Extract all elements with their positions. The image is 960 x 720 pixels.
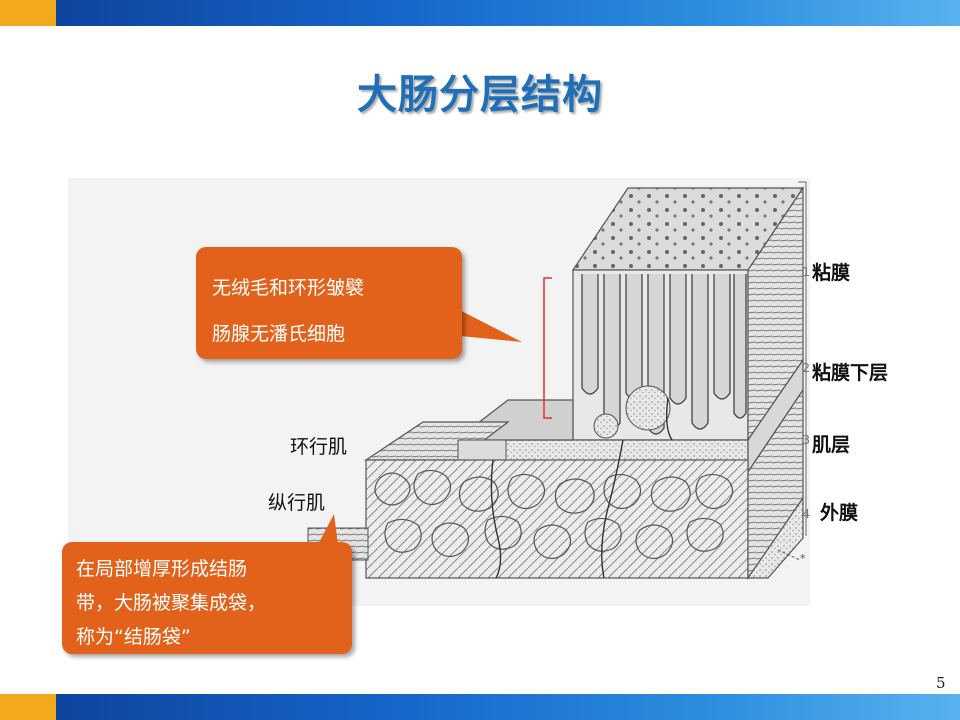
blood-vessels	[490, 397, 673, 579]
intestinal-glands	[581, 274, 747, 435]
muscularis-front-face	[365, 459, 749, 579]
slide-title: 大肠分层结构	[357, 72, 603, 118]
layer-marker-4: 4	[802, 507, 810, 521]
lymph-nodule	[625, 385, 671, 431]
lymph-nodule	[593, 413, 619, 439]
top-banner	[0, 0, 960, 26]
mucosa-callout-line-1: 无绒毛和环形皱襞	[212, 277, 365, 299]
layer-label-serosa: 外膜	[820, 502, 859, 524]
longitudinal-muscle-label: 纵行肌	[268, 492, 326, 514]
bottom-banner-accent	[0, 694, 56, 720]
muscle-callout: 在局部增厚形成结肠 带，大肠被聚集成袋， 称为“结肠袋”	[62, 542, 352, 654]
top-banner-accent	[0, 0, 56, 26]
muscle-callout-line-3: 称为“结肠袋”	[76, 626, 191, 648]
layer-marker-1: 1	[802, 265, 810, 279]
bottom-banner	[0, 694, 960, 720]
layer-marker-3: 3	[802, 433, 810, 447]
muscle-callout-line-1: 在局部增厚形成结肠	[76, 558, 248, 580]
layer-label-submucosa: 粘膜下层	[812, 362, 889, 384]
mucosa-callout-line-2: 肠腺无潘氏细胞	[212, 323, 346, 345]
serosa-side-face	[746, 496, 804, 579]
circular-muscle-label: 环行肌	[290, 436, 348, 458]
layer-bracket	[798, 181, 807, 536]
serosa-leader-line	[777, 549, 801, 561]
asterisk-mark: *	[800, 552, 806, 565]
page-number: 5	[936, 674, 946, 692]
layer-label-mucosa: 粘膜	[812, 262, 851, 284]
muscle-bundles	[374, 469, 734, 560]
mucosa-red-bracket	[543, 277, 552, 419]
layer-label-muscularis: 肌层	[812, 434, 851, 456]
muscle-callout-line-2: 带，大肠被聚集成袋，	[76, 592, 267, 614]
colon-wall-illustration: 1 2 3 4 *	[307, 181, 810, 580]
mucosa-callout: 无绒毛和环形皱襞 肠腺无潘氏细胞	[196, 247, 462, 359]
layer-marker-2: 2	[802, 361, 810, 375]
